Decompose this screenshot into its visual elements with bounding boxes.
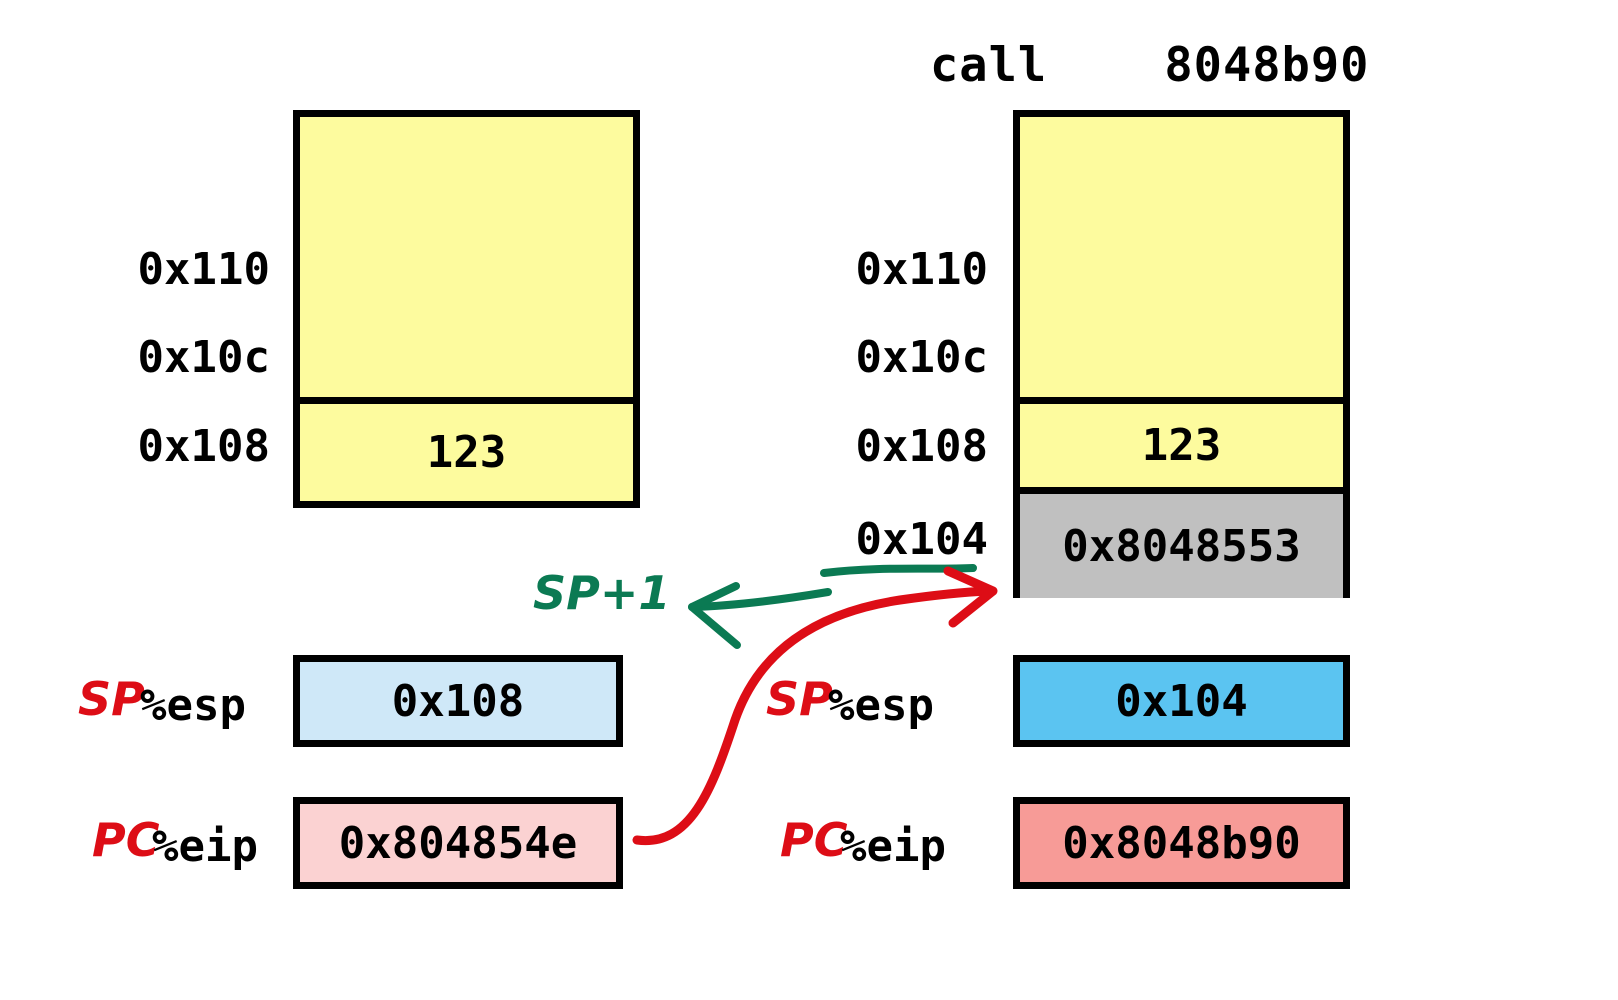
- stack-cell-0x108-before: 123: [300, 397, 633, 501]
- register-name-eip-before: %eip: [152, 821, 258, 872]
- register-value-text: 0x108: [391, 675, 525, 727]
- address-label-0x104-after: 0x104: [855, 514, 988, 565]
- return-address-value: 0x8048553: [1062, 520, 1301, 572]
- stack-cell-empty-after: [1020, 117, 1343, 397]
- address-label-0x110-after: 0x110: [855, 244, 988, 295]
- stack-cell-value: 123: [1141, 420, 1222, 471]
- stack-cell-0x108-after: 123: [1020, 397, 1343, 487]
- register-value-eip-before: 0x804854e: [293, 797, 623, 889]
- green-arrow-head: [688, 582, 741, 649]
- register-name-esp-after: %esp: [828, 680, 934, 731]
- red-arrow-head: [943, 566, 998, 628]
- stack-before: 123: [293, 110, 640, 508]
- address-label-0x108-after: 0x108: [855, 421, 988, 472]
- pc-hand-label-before: PC: [92, 813, 160, 867]
- stack-cell-empty-before: [300, 117, 633, 397]
- page-title: call 8048b90: [930, 38, 1370, 93]
- stack-cell-value: 123: [426, 427, 507, 478]
- register-value-text: 0x8048b90: [1062, 817, 1301, 869]
- register-name-eip-after: %eip: [840, 821, 946, 872]
- sp-hand-label-after: SP: [766, 672, 833, 726]
- register-value-text: 0x104: [1115, 675, 1248, 727]
- stack-cell-0x104-return-address: 0x8048553: [1020, 487, 1343, 598]
- register-name-esp-before: %esp: [140, 680, 246, 731]
- sp-decrement-annotation: SP+1: [533, 566, 671, 620]
- address-label-0x10c-before: 0x10c: [137, 332, 270, 383]
- address-label-0x110-before: 0x110: [137, 244, 270, 295]
- register-value-eip-after: 0x8048b90: [1013, 797, 1350, 889]
- address-label-0x108-before: 0x108: [137, 421, 270, 472]
- sp-hand-label-before: SP: [78, 672, 145, 726]
- green-arrow-shaft: [688, 588, 832, 611]
- green-underline: [820, 564, 977, 577]
- pc-hand-label-after: PC: [780, 813, 848, 867]
- register-value-esp-after: 0x104: [1013, 655, 1350, 747]
- register-value-esp-before: 0x108: [293, 655, 623, 747]
- address-label-0x10c-after: 0x10c: [855, 332, 988, 383]
- stack-after: 123 0x8048553: [1013, 110, 1350, 598]
- register-value-text: 0x804854e: [338, 817, 578, 869]
